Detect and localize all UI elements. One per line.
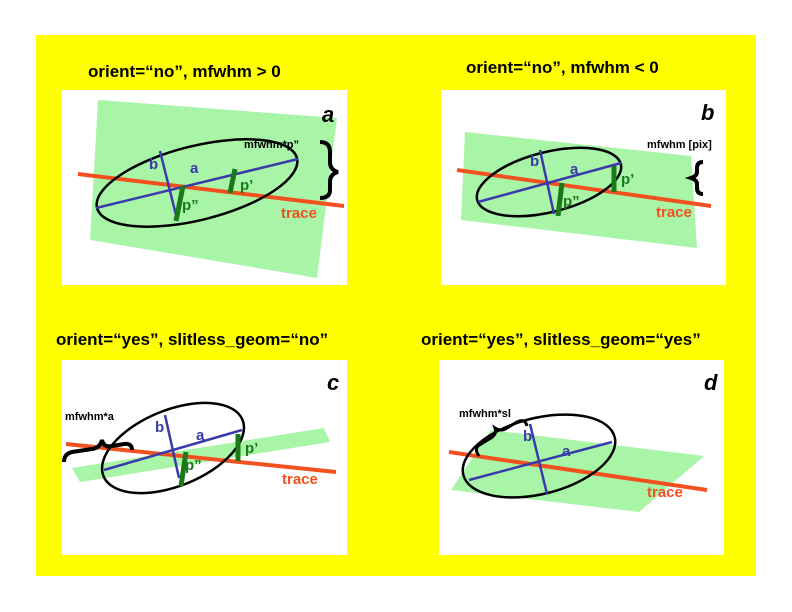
label-a: a (562, 443, 571, 460)
minor-axis (163, 414, 181, 479)
panel-b-diagram: b a p’ p” trace mfwhm [pix] b (456, 100, 714, 248)
annotation-brace (474, 419, 529, 457)
label-p1: p’ (240, 177, 253, 194)
label-p2: p” (563, 193, 580, 210)
object-ellipse (461, 413, 617, 499)
trace-label: trace (281, 205, 317, 222)
panel-c-title: orient=“yes”, slitless_geom=“no” (56, 330, 329, 349)
label-p1: p’ (245, 440, 258, 457)
label-b: b (149, 156, 158, 173)
major-axis (95, 157, 299, 210)
label-a: a (570, 161, 579, 178)
annotation-label: mfwhm*sl (459, 408, 511, 420)
trace-line (456, 168, 712, 208)
projection-p2 (178, 451, 189, 487)
panel-b-title: orient=“no”, mfwhm < 0 (466, 58, 659, 77)
panel-letter: d (704, 370, 718, 395)
projection-p2 (173, 185, 186, 222)
panel-a: b a p’ p” trace mfwhm*p” a (62, 90, 347, 285)
panel-letter: c (327, 370, 339, 395)
label-b: b (155, 419, 164, 436)
projection-p1 (227, 168, 238, 194)
label-a: a (190, 160, 199, 177)
annotation-label: mfwhm*p” (244, 139, 299, 151)
trace-line (77, 172, 345, 208)
label-b: b (530, 153, 539, 170)
panel-b: b a p’ p” trace mfwhm [pix] b (441, 90, 726, 285)
major-axis (477, 161, 622, 204)
label-b: b (523, 428, 532, 445)
panel-letter: b (701, 100, 714, 125)
annotation-label: mfwhm*a (65, 411, 115, 423)
projection-p2 (555, 182, 565, 217)
panel-a-diagram: b a p’ p” trace mfwhm*p” a (77, 100, 345, 278)
annotation-brace (62, 439, 134, 463)
major-axis (468, 440, 613, 482)
minor-axis (158, 150, 179, 220)
panel-a-title: orient=“no”, mfwhm > 0 (88, 62, 281, 81)
panel-c-diagram: b a p’ p” trace mfwhm*a c (62, 370, 339, 495)
label-a: a (196, 427, 205, 444)
trace-line (65, 442, 337, 474)
annotation-label: mfwhm [pix] (647, 139, 712, 151)
trace-label: trace (647, 484, 683, 501)
annotation-brace (684, 160, 704, 196)
dispersion-plane (72, 428, 330, 482)
panel-d-title: orient=“yes”, slitless_geom=“yes” (421, 330, 701, 349)
panel-letter: a (322, 102, 334, 127)
trace-line (448, 450, 708, 492)
panel-d: b a trace mfwhm*sl d (439, 360, 724, 555)
label-p2: p” (182, 197, 199, 214)
trace-label: trace (282, 471, 318, 488)
panel-d-diagram: b a trace mfwhm*sl d (448, 370, 718, 512)
minor-axis (528, 423, 549, 495)
label-p2: p” (185, 457, 202, 474)
label-p1: p’ (621, 171, 634, 188)
trace-label: trace (656, 204, 692, 221)
minor-axis (538, 149, 556, 215)
object-ellipse (100, 401, 246, 495)
annotation-brace (319, 140, 339, 200)
panel-c: b a p’ p” trace mfwhm*a c (62, 360, 347, 555)
